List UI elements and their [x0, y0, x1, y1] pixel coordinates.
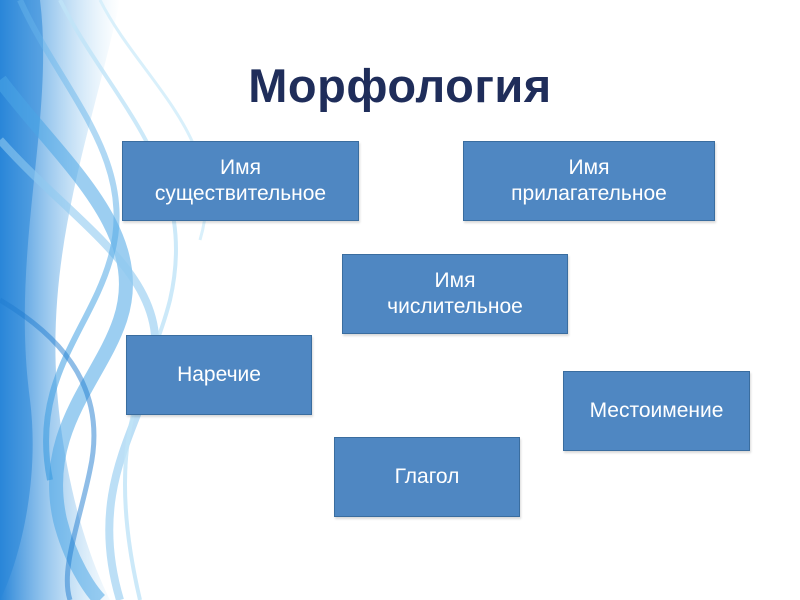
box-noun: Имя существительное: [122, 141, 359, 221]
box-noun-line2: существительное: [154, 182, 327, 205]
box-verb-label: Глагол: [394, 465, 460, 488]
box-numeral-line1: Имя: [434, 269, 476, 292]
box-noun-line1: Имя: [220, 156, 261, 179]
box-adjective-line2: прилагательное: [511, 182, 667, 205]
box-pronoun-label: Местоимение: [589, 399, 724, 422]
box-numeral-line2: числительное: [387, 295, 523, 318]
box-adverb-label: Наречие: [177, 363, 261, 386]
box-adjective: Имя прилагательное: [463, 141, 715, 221]
box-adjective-line1: Имя: [568, 156, 610, 179]
box-verb: Глагол: [334, 437, 520, 517]
box-numeral: Имя числительное: [342, 254, 568, 334]
box-adverb: Наречие: [126, 335, 312, 415]
page-title: Морфология: [248, 59, 552, 112]
box-pronoun: Местоимение: [563, 371, 750, 451]
